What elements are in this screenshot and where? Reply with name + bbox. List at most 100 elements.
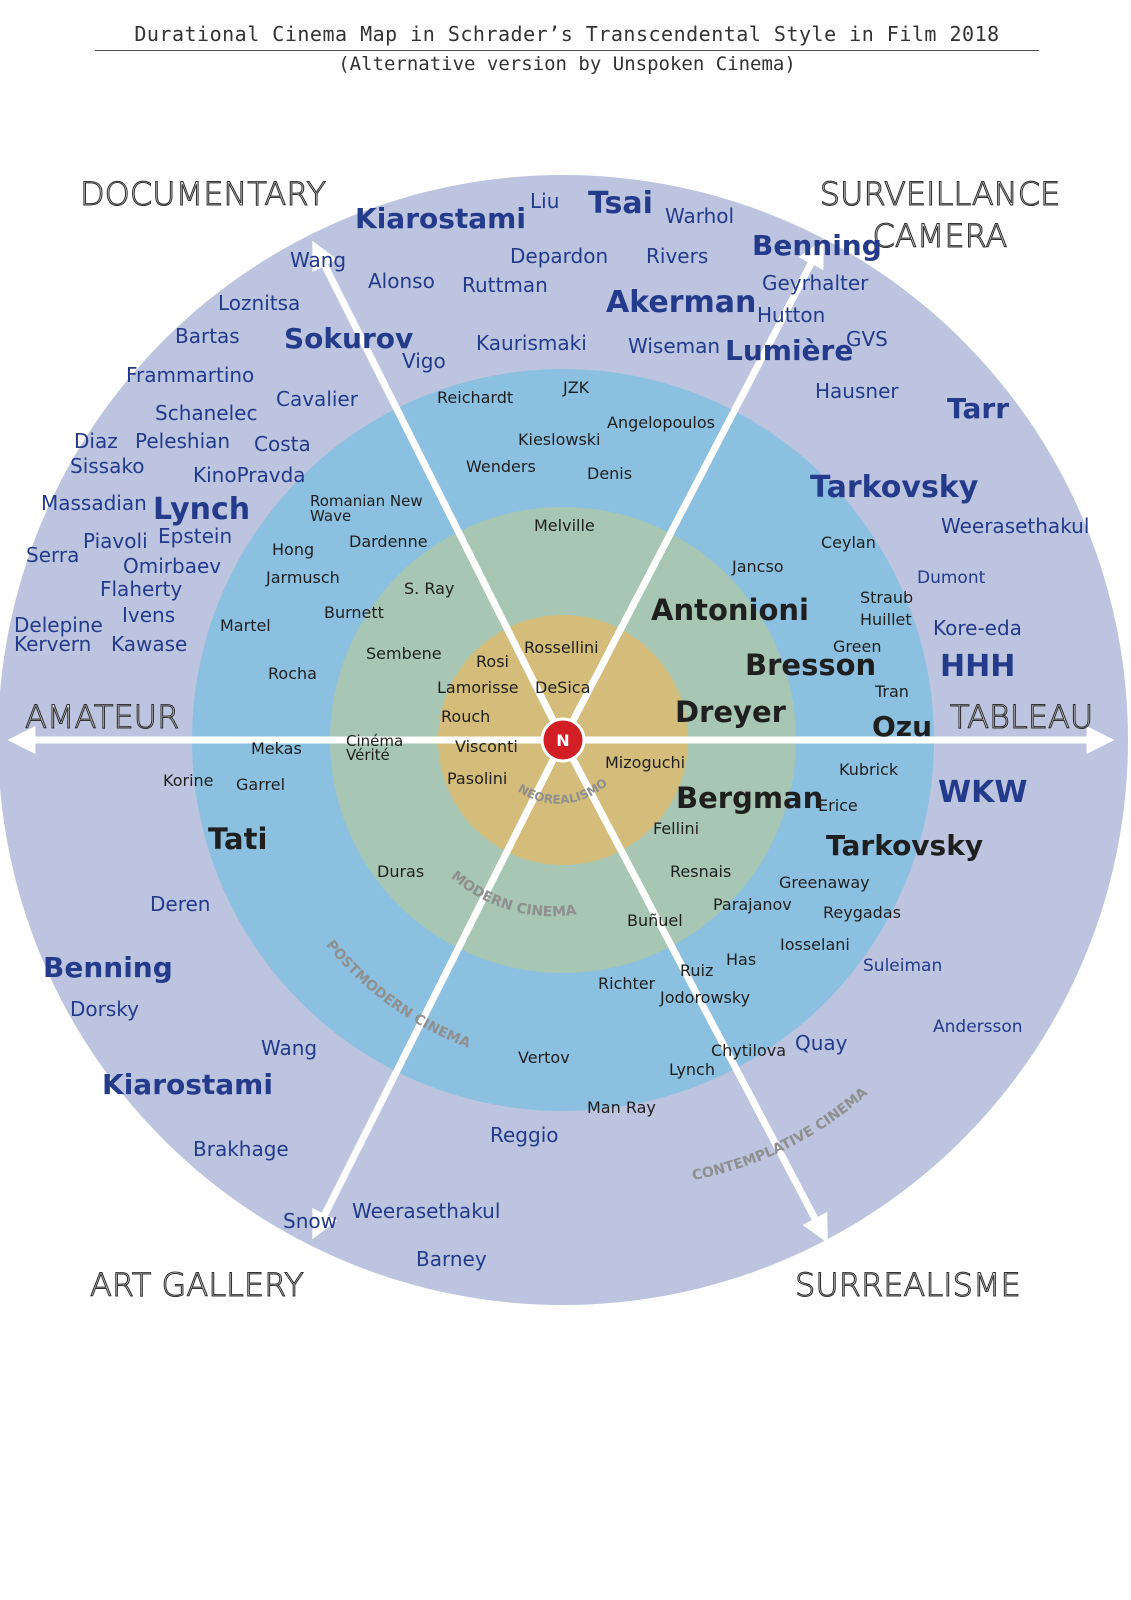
arrow-surveillance — [559, 238, 824, 742]
director-label: Tarr — [947, 392, 1009, 425]
director-label: Epstein — [158, 524, 232, 548]
director-label: Martel — [220, 616, 271, 635]
director-label: Dardenne — [349, 532, 428, 551]
director-label: Reygadas — [823, 903, 901, 922]
director-label: Jarmusch — [265, 568, 340, 587]
director-label: Garrel — [236, 775, 285, 794]
director-label: Rossellini — [524, 638, 599, 657]
director-label: Bergman — [676, 781, 823, 815]
director-label: Barney — [416, 1247, 487, 1271]
director-label: Tran — [874, 682, 909, 701]
direction-art-gallery: ART GALLERY — [90, 1266, 304, 1304]
director-label: Sokurov — [284, 322, 413, 355]
director-label: Delepine — [14, 613, 103, 637]
director-label: Richter — [598, 974, 656, 993]
director-label: Loznitsa — [218, 291, 300, 315]
direction-tableau: TABLEAU — [950, 698, 1093, 736]
director-label: JZK — [562, 378, 590, 397]
director-label: Kubrick — [839, 760, 899, 779]
director-label: Lumière — [725, 334, 853, 367]
director-label: Greenaway — [779, 873, 870, 892]
director-label: HHH — [940, 649, 1015, 684]
director-label: WKW — [938, 775, 1027, 810]
director-label: Wang — [261, 1036, 317, 1060]
director-label: Dreyer — [675, 695, 787, 729]
director-label: Liu — [530, 189, 559, 213]
director-label: Sembene — [366, 644, 442, 663]
director-label: Piavoli — [83, 529, 148, 553]
director-label: Duras — [377, 862, 424, 881]
outer-director-names: Kiarostami Liu Tsai Warhol Benning Wang … — [14, 186, 1089, 1271]
axis-arrows — [7, 238, 1115, 1244]
director-label: Buñuel — [627, 911, 683, 930]
director-label: Omirbaev — [123, 554, 221, 578]
director-label: Costa — [254, 432, 311, 456]
director-label: Ruiz — [680, 961, 713, 980]
director-label: Hutton — [757, 303, 825, 327]
director-label: Lamorisse — [437, 678, 519, 697]
director-label: Weerasethakul — [352, 1199, 500, 1223]
direction-surrealisme: SURREALISME — [795, 1266, 1021, 1304]
director-label: Vigo — [402, 349, 446, 373]
director-label: Wang — [290, 248, 346, 272]
director-label: Rouch — [441, 707, 490, 726]
director-label: Suleiman — [863, 956, 942, 976]
director-label: Pasolini — [447, 769, 507, 788]
director-label: Wiseman — [628, 334, 720, 358]
director-label: Iosselani — [780, 935, 850, 954]
director-label: Diaz — [74, 429, 118, 453]
director-label: Vertov — [518, 1048, 570, 1067]
director-label: Rocha — [268, 664, 317, 683]
director-label: Tarkovsky — [810, 470, 979, 505]
director-label: Hong — [272, 540, 314, 559]
director-label: Serra — [26, 543, 79, 567]
director-label: Burnett — [324, 603, 384, 622]
arrow-documentary — [312, 240, 567, 742]
director-label: Ceylan — [821, 533, 876, 552]
director-label: Bresson — [745, 648, 876, 682]
director-label: Man Ray — [587, 1098, 656, 1117]
director-label: Jodorowsky — [659, 988, 750, 1007]
director-label: Ozu — [872, 710, 932, 743]
director-label: Reggio — [490, 1123, 559, 1147]
director-label: Jancso — [731, 557, 784, 576]
direction-documentary: DOCUMENTARY — [80, 175, 326, 213]
director-label: Deren — [150, 892, 210, 916]
director-label: Lynch — [669, 1060, 715, 1079]
director-label: Quay — [795, 1031, 848, 1055]
director-label: Kervern — [14, 632, 91, 656]
center-marker: N — [540, 717, 586, 763]
director-label: Reichardt — [437, 388, 513, 407]
center-label: N — [556, 731, 569, 750]
director-label: Melville — [534, 516, 595, 535]
director-label: Tati — [208, 822, 267, 856]
director-label: Geyrhalter — [762, 271, 869, 295]
director-label: Mekas — [251, 739, 302, 758]
director-label: Wenders — [466, 457, 536, 476]
direction-amateur: AMATEUR — [25, 698, 179, 736]
director-label: Angelopoulos — [607, 413, 715, 432]
director-label: Kore-eda — [933, 616, 1022, 640]
director-label: Benning — [43, 951, 173, 984]
director-label: Denis — [587, 464, 632, 483]
director-label: Kawase — [111, 632, 187, 656]
inner-director-names: Reichardt JZK Angelopoulos Kieslowski We… — [163, 378, 983, 1117]
director-label: Tarkovsky — [826, 829, 983, 862]
director-label: Ivens — [122, 603, 175, 627]
director-label: Rivers — [646, 244, 708, 268]
director-label: Tsai — [588, 186, 653, 221]
director-label: Brakhage — [193, 1137, 289, 1161]
page-subtitle: (Alternative version by Unspoken Cinema) — [338, 53, 796, 75]
director-label: Kaurismaki — [476, 331, 587, 355]
director-label: Kiarostami — [102, 1068, 273, 1101]
director-label: Parajanov — [713, 895, 792, 914]
director-label: Benning — [752, 229, 882, 262]
director-label: Kieslowski — [518, 430, 600, 449]
director-label: Warhol — [665, 204, 734, 228]
